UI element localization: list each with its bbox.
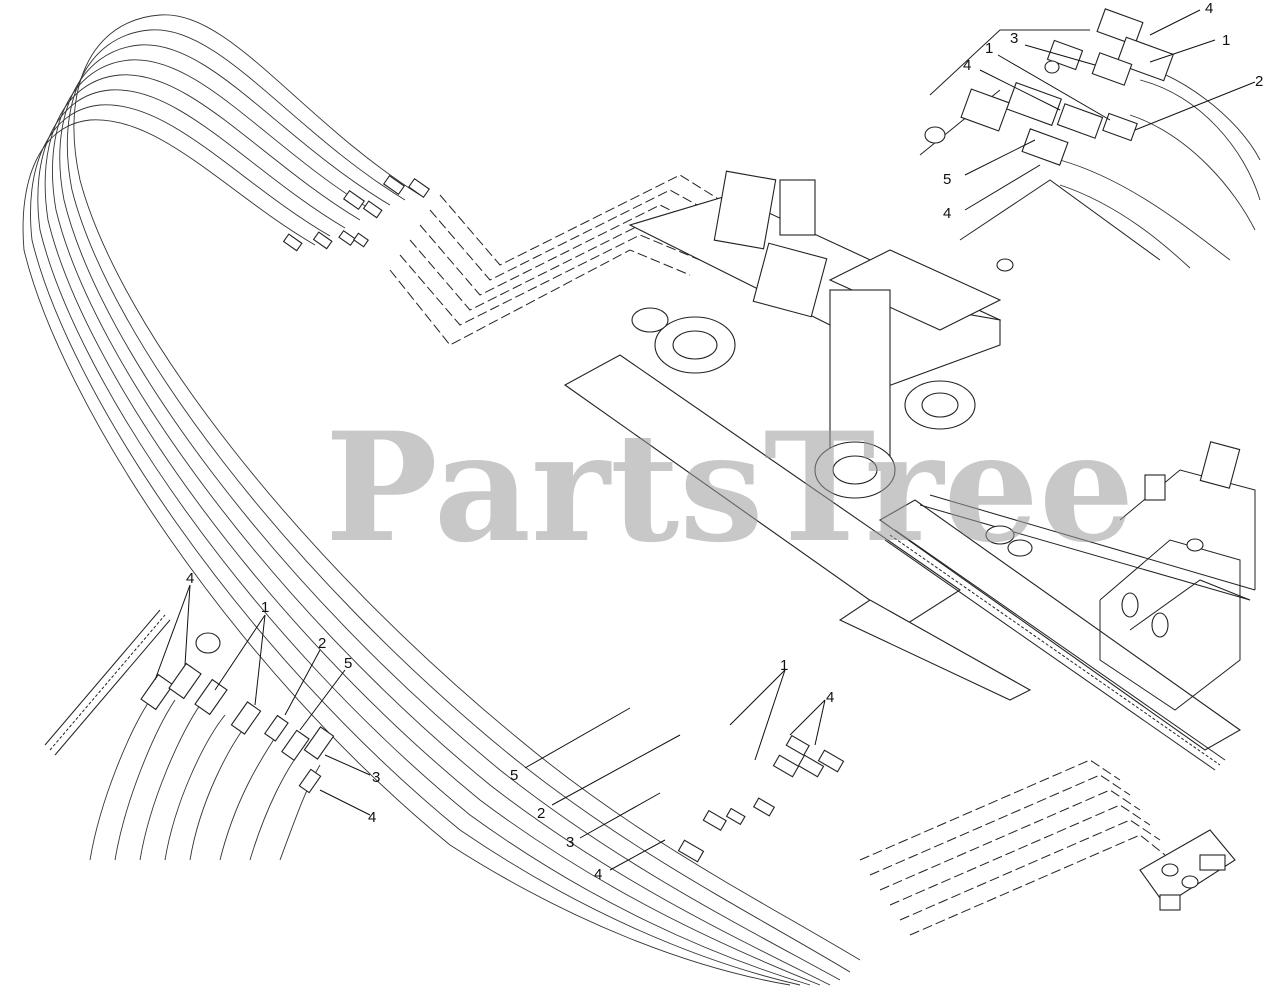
detail-inset-top-right <box>919 8 1261 272</box>
callout-top-right-8: 4 <box>943 205 951 222</box>
callout-bottom-left-3: 2 <box>318 635 326 652</box>
leader-lines <box>154 9 1256 871</box>
routing-lines <box>389 174 1166 936</box>
callout-top-right-5: 4 <box>963 57 971 74</box>
callout-top-right-3: 3 <box>1010 30 1018 47</box>
callout-bottom-left-5: 3 <box>372 769 380 786</box>
callouts-bottom-left: 4 1 2 5 3 4 <box>186 570 380 826</box>
callout-top-right-7: 5 <box>943 171 951 188</box>
callout-bottom-left-1: 4 <box>186 570 194 587</box>
callout-middle-1: 1 <box>780 657 788 674</box>
callout-top-right-4: 1 <box>985 40 993 57</box>
callout-middle-3: 5 <box>510 767 518 784</box>
callout-middle-5: 3 <box>566 834 574 851</box>
callout-bottom-left-4: 5 <box>344 655 352 672</box>
callout-middle-4: 2 <box>537 805 545 822</box>
detail-inset-bottom-left <box>44 609 335 861</box>
mid-hose-fittings <box>677 734 845 863</box>
watermark-text: PartsTree <box>325 400 1134 576</box>
frame <box>1099 441 1256 911</box>
callouts-middle: 1 4 5 2 3 4 <box>510 657 834 883</box>
hose-bundle <box>22 14 861 986</box>
callout-top-right-2: 1 <box>1222 32 1230 49</box>
callouts-top-right: 4 1 3 1 4 2 5 4 <box>943 0 1263 222</box>
callout-middle-6: 4 <box>594 866 602 883</box>
carriage-assembly <box>563 170 1032 701</box>
callout-bottom-left-6: 4 <box>368 809 376 826</box>
callout-top-right-1: 4 <box>1205 0 1213 17</box>
callout-top-right-6: 2 <box>1255 73 1263 90</box>
callout-bottom-left-2: 1 <box>261 599 269 616</box>
callout-middle-2: 4 <box>826 689 834 706</box>
upper-hose-fittings <box>282 174 431 252</box>
